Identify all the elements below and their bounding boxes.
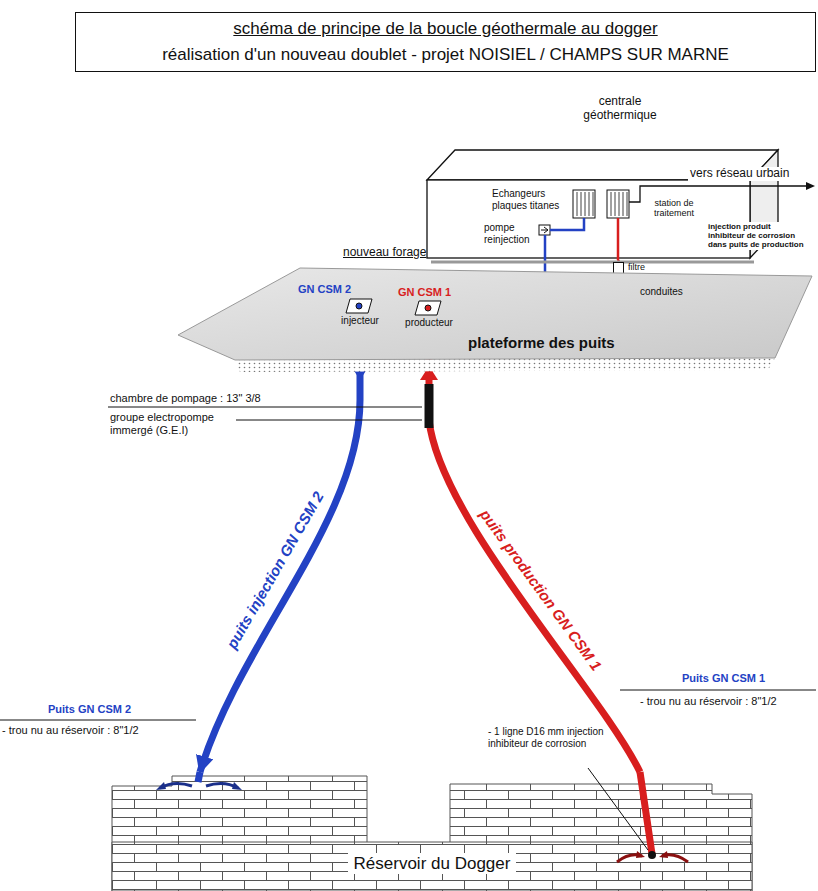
node-text: Réservoir du Dogger (312, 854, 552, 874)
callout-label: puits production GN CSM 1 (477, 506, 606, 674)
callout-label: puits injection GN CSM 2 (223, 488, 327, 651)
callout-label: GN CSM 2 (298, 283, 351, 296)
node-text: schéma de principe de la boucle géotherm… (233, 19, 657, 39)
callout-label: conduites (640, 286, 683, 298)
callout-label: - trou nu au réservoir : 8"1/2 (2, 724, 139, 737)
leader-line (236, 420, 422, 421)
callout-label: Echangeurs plaques titanes (492, 188, 566, 211)
node-text: producteur (400, 300, 458, 328)
node-text: plateforme des puits (468, 334, 615, 351)
underline (0, 720, 196, 721)
node-text: injecteur (335, 298, 385, 326)
node-text: filtre (628, 262, 645, 272)
reservoir: Réservoir du Dogger (112, 772, 782, 891)
node-text: centrale géothermique (565, 94, 675, 123)
callout-label: injection produit inhibiteur de corrosio… (706, 222, 810, 250)
leader-line (108, 407, 422, 408)
callout-label: groupe electropompe immergé (G.E.I) (110, 411, 235, 436)
well-platform: plateforme des puits injecteur producteur (178, 262, 814, 362)
callout-label: vers réseau urbain (688, 167, 791, 181)
text-patch: Réservoir du Dogger (348, 853, 517, 874)
producer-well: producteur (400, 300, 458, 328)
callout-label: chambre de pompage : 13" 3/8 (110, 392, 261, 405)
callout-label: - 1 ligne D16 mm injection inhibiteur de… (488, 726, 606, 749)
callout-label: pompe reinjection (484, 222, 538, 245)
callout-label: nouveau forage (343, 246, 426, 260)
callout-label: GN CSM 1 (398, 286, 451, 299)
node-text: réalisation d'un nouveau doublet - proje… (162, 45, 729, 65)
pump-chamber (425, 384, 434, 428)
callout-label: Puits GN CSM 2 (48, 703, 131, 716)
callout-label: Puits GN CSM 1 (682, 672, 765, 685)
title-box: schéma de principe de la boucle géotherm… (75, 12, 816, 72)
injector-well: injecteur (335, 298, 385, 326)
underline (620, 690, 816, 691)
pipe-connector (429, 330, 640, 772)
callout-label: - trou nu au réservoir : 8"1/2 (640, 695, 777, 708)
callout-label: station de traitement (645, 198, 703, 219)
